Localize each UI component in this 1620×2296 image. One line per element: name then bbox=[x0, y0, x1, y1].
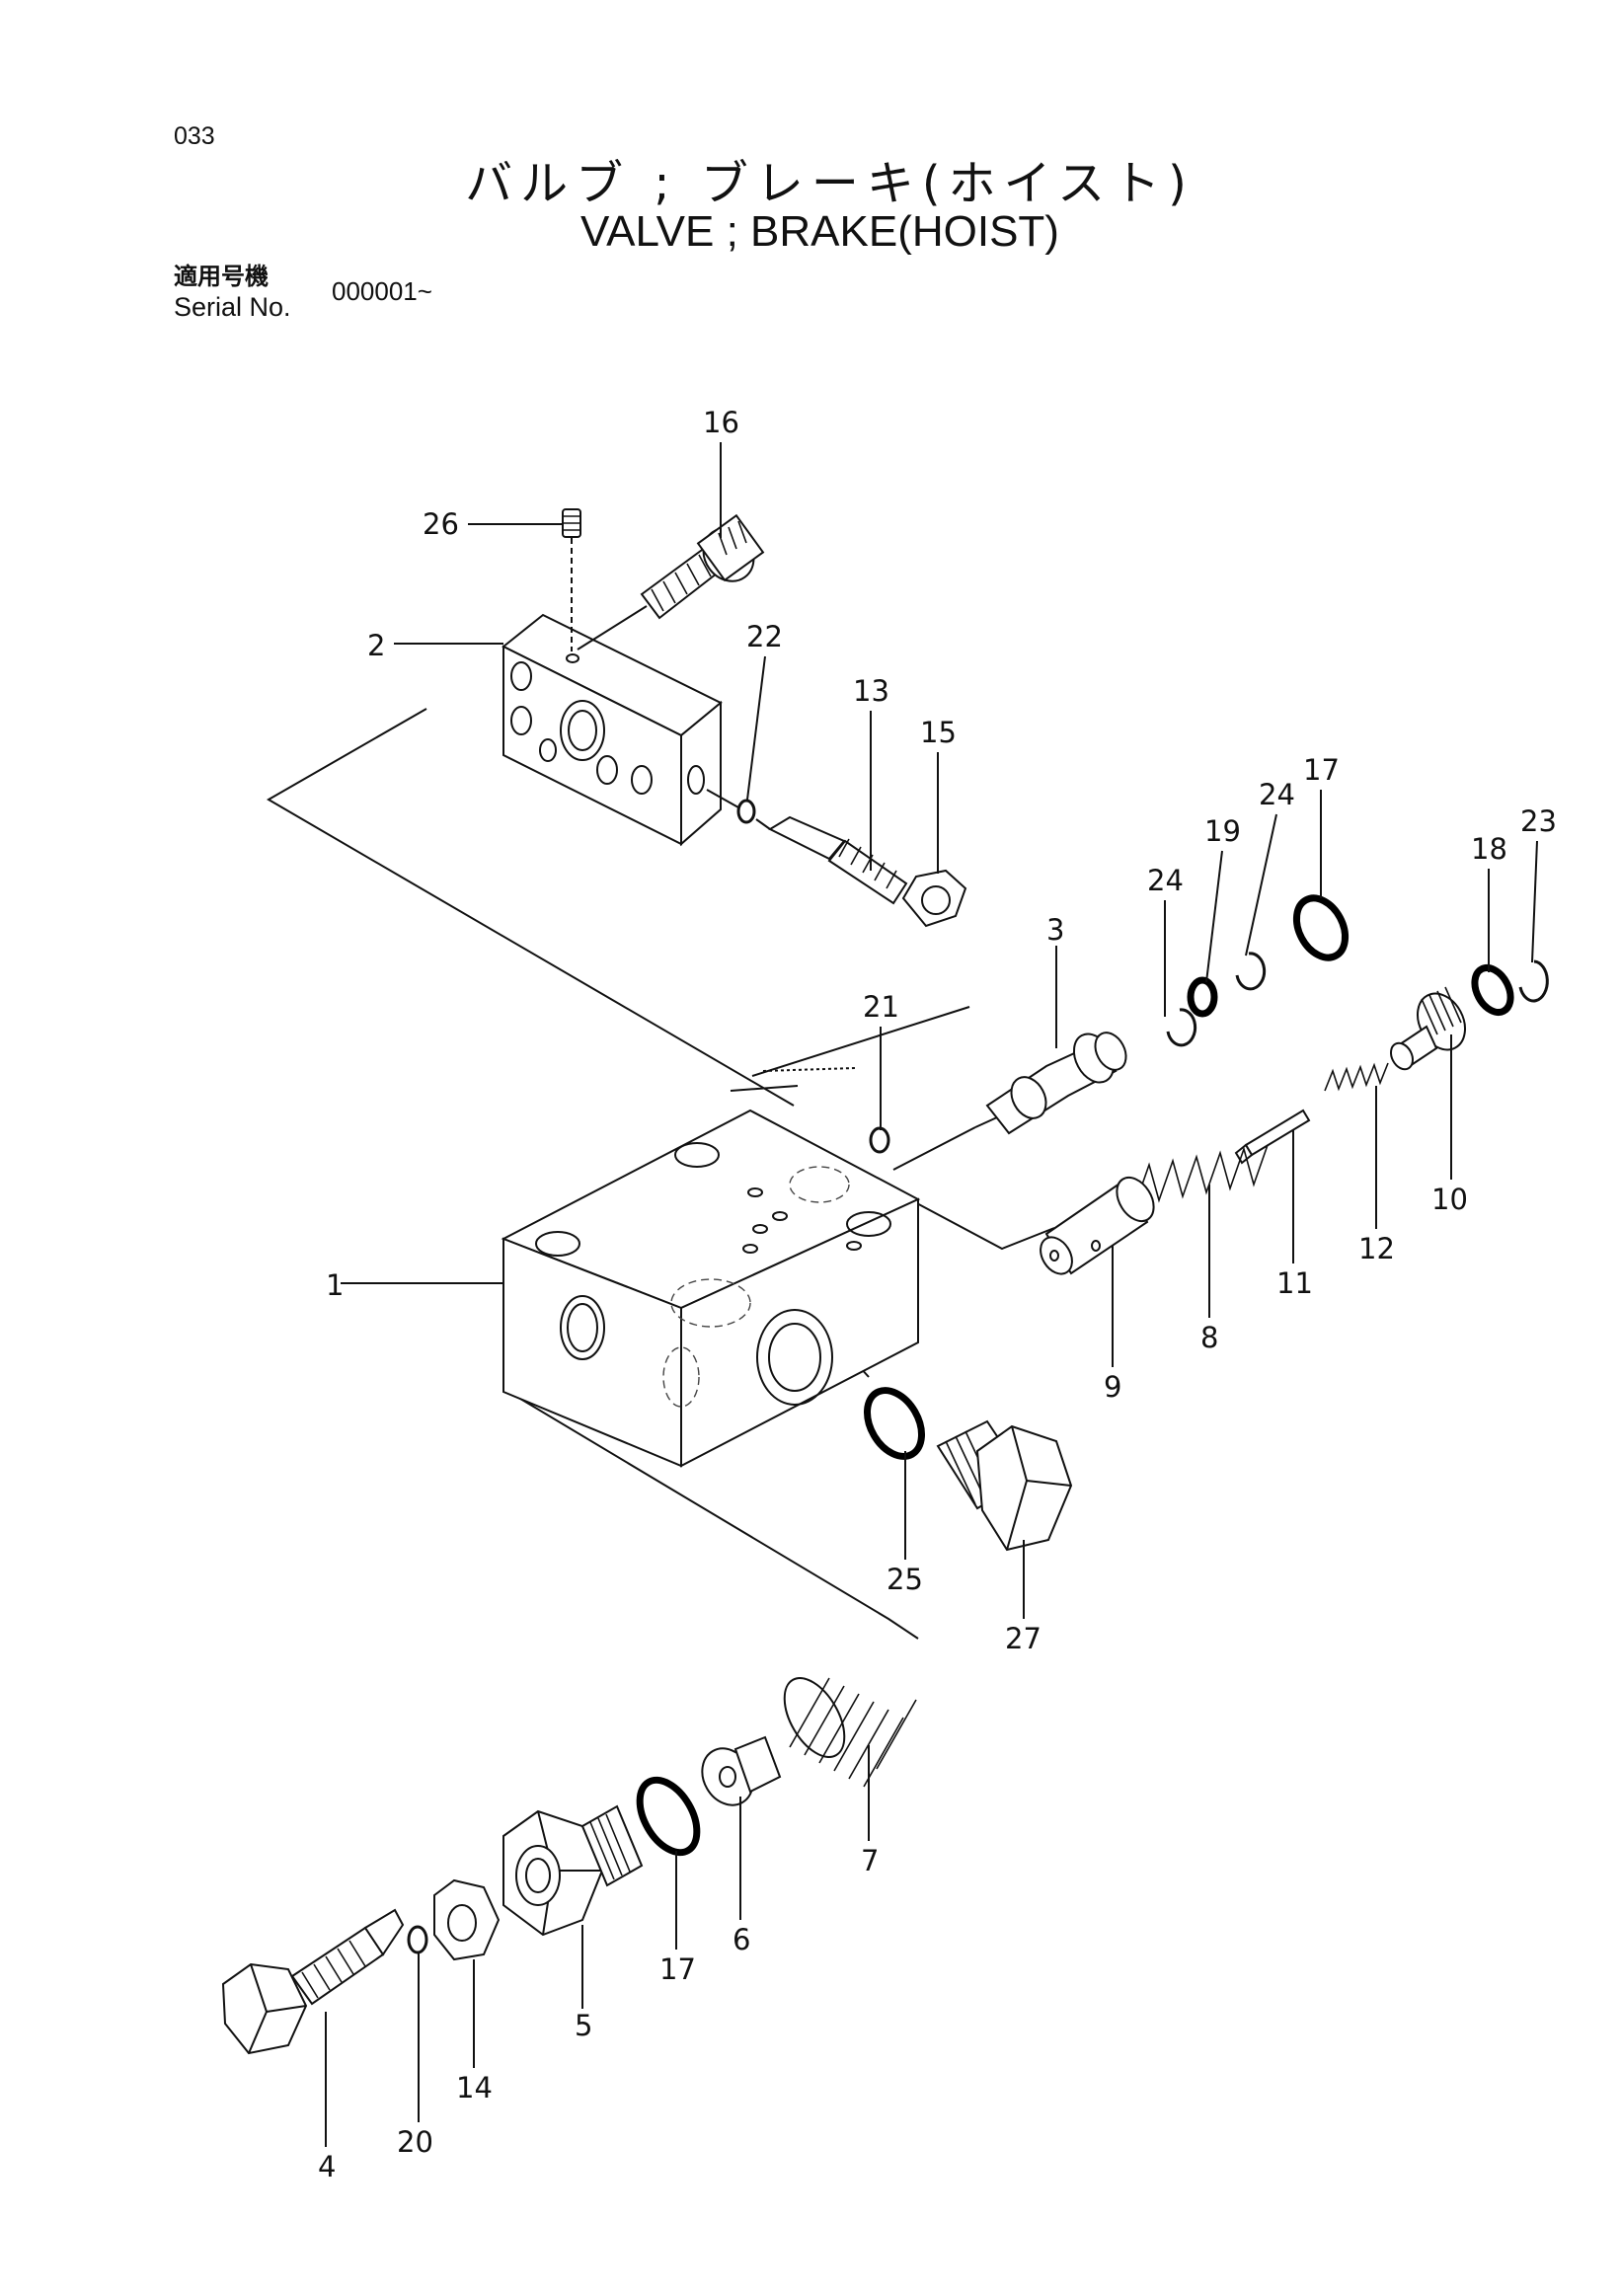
callout-7: 7 bbox=[861, 1844, 879, 1877]
hex-nut-part-15 bbox=[901, 869, 967, 928]
cap-screw-part-16 bbox=[577, 513, 765, 651]
o-ring-part-22 bbox=[736, 799, 756, 824]
o-ring-part-21 bbox=[869, 1126, 890, 1154]
callout-16: 16 bbox=[703, 406, 739, 439]
page-number: 033 bbox=[174, 122, 215, 150]
callout-6: 6 bbox=[733, 1923, 750, 1956]
needle-screw-part-13 bbox=[755, 815, 908, 905]
serial-number-value: 000001~ bbox=[332, 276, 432, 306]
pin-part-11 bbox=[1234, 1109, 1311, 1165]
callout-5: 5 bbox=[575, 2009, 592, 2042]
title-japanese: バルブ ; ブレーキ(ホイスト) bbox=[465, 156, 1195, 211]
callout-2: 2 bbox=[367, 629, 385, 662]
lock-nut-part-14 bbox=[433, 1878, 501, 1961]
callout-14: 14 bbox=[456, 2071, 493, 2105]
hex-plug-part-27 bbox=[936, 1419, 1073, 1552]
title-english: VALVE ; BRAKE(HOIST) bbox=[580, 207, 1059, 256]
snap-ring-part-24-b bbox=[1235, 952, 1267, 991]
callout-25: 25 bbox=[887, 1563, 923, 1596]
spool-part-3 bbox=[892, 1032, 1127, 1171]
valve-body-part-1 bbox=[501, 1109, 921, 1468]
callout-12: 12 bbox=[1358, 1232, 1395, 1265]
callout-24-left: 24 bbox=[1147, 864, 1184, 897]
spring-part-7 bbox=[783, 1677, 917, 1788]
o-ring-part-18 bbox=[1471, 964, 1514, 1016]
callout-15: 15 bbox=[920, 716, 957, 749]
o-ring-part-17-b bbox=[636, 1776, 701, 1857]
o-ring-part-17-a bbox=[1292, 894, 1350, 961]
callout-23: 23 bbox=[1520, 804, 1557, 838]
callout-19: 19 bbox=[1204, 814, 1241, 848]
callout-4: 4 bbox=[318, 2150, 336, 2183]
callout-24-right: 24 bbox=[1259, 778, 1295, 811]
callout-labels: 1 2 3 4 5 6 7 8 9 10 11 12 13 14 15 16 1… bbox=[318, 406, 1557, 2183]
callout-1: 1 bbox=[326, 1268, 344, 1302]
plug-part-10 bbox=[1389, 986, 1466, 1071]
adjusting-plug-part-5 bbox=[502, 1804, 644, 1937]
callout-18: 18 bbox=[1471, 832, 1507, 866]
spring-part-8 bbox=[1134, 1144, 1269, 1205]
callout-17-upper: 17 bbox=[1303, 753, 1340, 787]
callout-22: 22 bbox=[746, 620, 783, 653]
spring-part-12 bbox=[1324, 1062, 1389, 1092]
callout-10: 10 bbox=[1431, 1183, 1468, 1216]
leader-lines bbox=[325, 442, 1538, 2147]
callout-20: 20 bbox=[397, 2125, 433, 2159]
o-ring-part-25 bbox=[864, 1387, 925, 1460]
callout-8: 8 bbox=[1200, 1321, 1218, 1354]
snap-ring-part-23 bbox=[1518, 959, 1549, 1003]
callout-21: 21 bbox=[863, 990, 899, 1024]
serial-label-english: Serial No. bbox=[174, 292, 291, 322]
callout-17-lower: 17 bbox=[659, 1952, 696, 1986]
callout-13: 13 bbox=[853, 674, 889, 708]
callout-3: 3 bbox=[1046, 913, 1064, 947]
o-ring-part-20 bbox=[407, 1925, 428, 1954]
o-ring-part-19 bbox=[1187, 976, 1218, 1018]
snap-ring-part-24-a bbox=[1166, 1008, 1197, 1047]
callout-9: 9 bbox=[1104, 1370, 1121, 1404]
callout-27: 27 bbox=[1005, 1622, 1041, 1655]
callout-11: 11 bbox=[1276, 1266, 1313, 1300]
spring-seat-part-6 bbox=[701, 1735, 782, 1806]
piston-part-9 bbox=[1040, 1176, 1155, 1275]
callout-26: 26 bbox=[423, 507, 459, 541]
upper-block-part-2 bbox=[501, 613, 723, 847]
serial-label-japanese: 適用号機 bbox=[174, 263, 269, 290]
adjusting-bolt-part-4 bbox=[221, 1908, 405, 2055]
